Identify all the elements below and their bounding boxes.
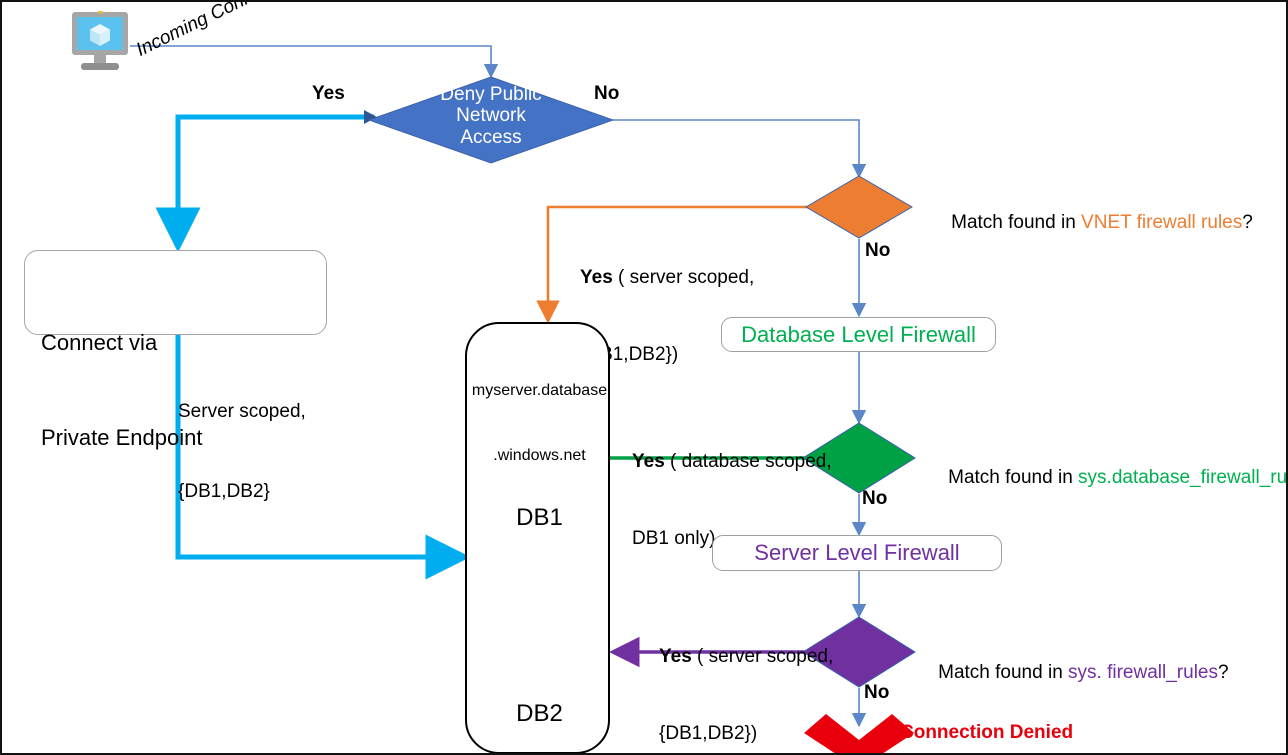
- private-endpoint-edge-label: Server scoped, {DB1,DB2}: [178, 346, 306, 559]
- vnet-question-prefix: Match found in: [951, 212, 1082, 233]
- private-endpoint-line1: Connect via: [41, 329, 158, 355]
- server-fqdn-line1: myserver.database: [471, 382, 608, 400]
- node-connect-via-private-endpoint[interactable]: Connect via Private Endpoint: [24, 250, 327, 450]
- vnet-yes-bold: Yes: [580, 267, 613, 289]
- db-rules-yes-bold: Yes: [632, 451, 665, 473]
- database-firewall-no-label: No: [862, 488, 888, 509]
- server-fqdn-line2: .windows.net: [493, 446, 586, 464]
- deny-line-2: Network: [456, 105, 526, 127]
- server-fqdn: myserver.database .windows.net: [467, 337, 612, 510]
- server-firewall-no-label: No: [864, 682, 890, 703]
- monitor-cube-icon: [72, 11, 128, 70]
- edge-deny-public-no-to-vnet: [613, 119, 867, 179]
- server-rules-yes-rest: ( server scoped,: [691, 646, 834, 668]
- decision-vnet-firewall-rules[interactable]: [805, 175, 913, 239]
- server-level-firewall-label: Server Level Firewall: [754, 540, 960, 565]
- stage-server-level-firewall[interactable]: Server Level Firewall: [712, 535, 1002, 571]
- server-firewall-yes-label: Yes ( server scoped, {DB1,DB2}): [659, 593, 834, 753]
- edge-client-to-deny-public: [130, 45, 499, 79]
- pe-edge-line2: {DB1,DB2}: [178, 480, 270, 502]
- pe-edge-line1: Server scoped,: [178, 401, 306, 423]
- deny-line-3: Access: [460, 126, 522, 148]
- decision-deny-public-label: Deny Public Network Access: [402, 84, 580, 148]
- vnet-yes-rest: ( server scoped,: [612, 267, 755, 289]
- db-rules-question-prefix: Match found in: [948, 467, 1079, 488]
- sys-firewall-rules-highlight: sys. firewall_rules: [1068, 662, 1218, 683]
- vnet-question-suffix: ?: [1242, 212, 1253, 233]
- db2-label: DB2: [516, 700, 563, 727]
- private-endpoint-text: Connect via Private Endpoint: [41, 263, 202, 518]
- db-rules-yes-rest: ( database scoped,: [664, 451, 832, 473]
- db-rules-yes-line2: DB1 only): [632, 528, 716, 550]
- database-firewall-question: Match found in sys.database_firewall_rul…: [927, 445, 1288, 511]
- deny-public-yes-label: Yes: [312, 83, 345, 104]
- connection-denied-label: Connection Denied: [900, 722, 1074, 743]
- incoming-connection-label: Incoming Connection: [133, 0, 303, 61]
- db1-label: DB1: [516, 504, 563, 531]
- edge-deny-public-yes-to-private-endpoint: [155, 110, 377, 253]
- deny-public-no-label: No: [594, 83, 620, 104]
- vnet-no-label: No: [865, 240, 891, 261]
- sys-database-firewall-rules-highlight: sys.database_firewall_rules: [1078, 467, 1288, 488]
- database-firewall-yes-label: Yes ( database scoped, DB1 only): [632, 398, 832, 603]
- server-rules-yes-line2: {DB1,DB2}): [659, 723, 758, 745]
- private-endpoint-line2: Private Endpoint: [41, 425, 203, 451]
- server-rules-yes-bold: Yes: [659, 646, 692, 668]
- server-rules-question-suffix: ?: [1217, 662, 1229, 683]
- server-rules-question-prefix: Match found in: [938, 662, 1069, 683]
- node-logical-server[interactable]: myserver.database .windows.net DB1 DB2: [465, 322, 612, 753]
- deny-line-1: Deny Public: [440, 84, 542, 105]
- vnet-firewall-rules-highlight: VNET firewall rules: [1081, 212, 1243, 233]
- stage-database-level-firewall[interactable]: Database Level Firewall: [721, 317, 996, 352]
- server-firewall-question: Match found in sys. firewall_rules?: [917, 640, 1229, 706]
- database-level-firewall-label: Database Level Firewall: [741, 321, 976, 347]
- vnet-question: Match found in VNET firewall rules?: [930, 190, 1253, 256]
